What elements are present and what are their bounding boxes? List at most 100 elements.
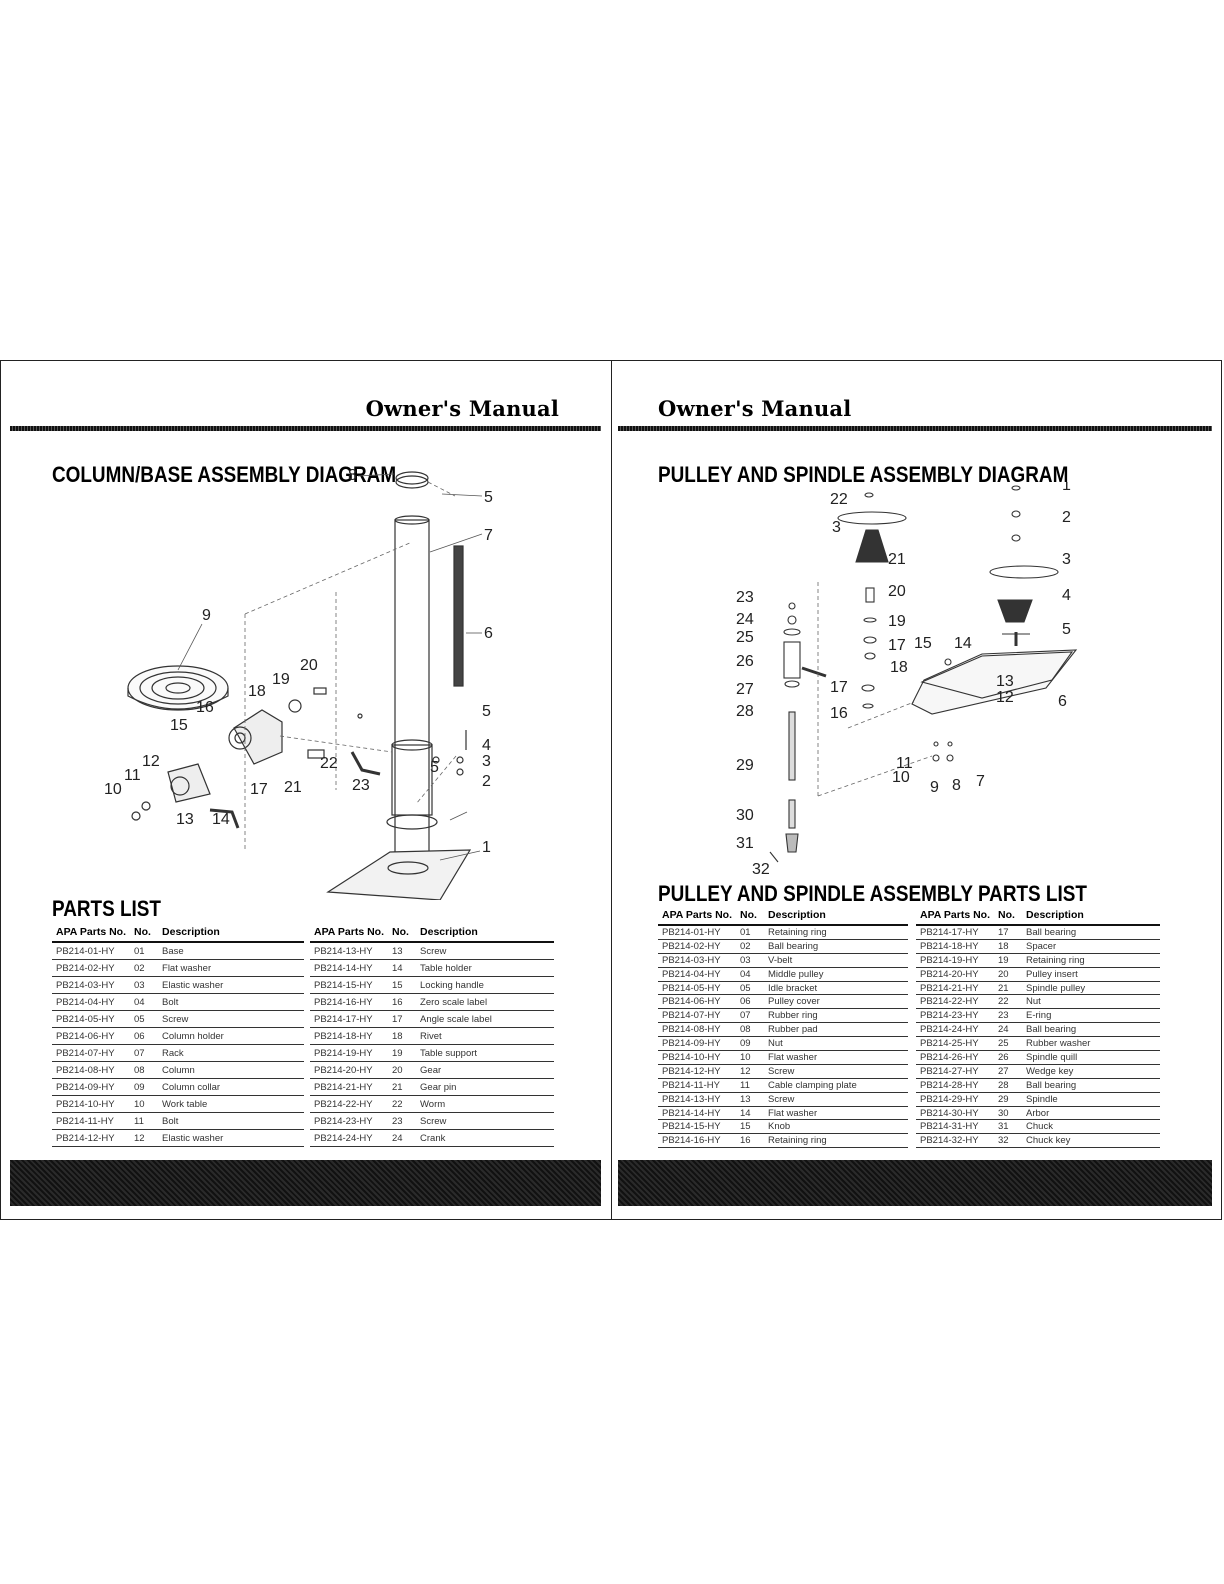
description-cell: Screw [416,942,554,960]
item-number-cell: 04 [130,993,159,1011]
item-number-cell: 05 [130,1010,159,1028]
callout-24: 24 [736,611,754,628]
part-number-cell: PB214-16-HY [658,1133,737,1149]
item-number-cell: 07 [130,1044,159,1062]
item-number-cell: 14 [388,959,417,977]
col-header-parts-no: APA Parts No. [658,907,737,926]
part-number-cell: PB214-19-HY [310,1044,389,1062]
item-number-cell: 29 [994,1092,1023,1107]
part-number-cell: PB214-10-HY [658,1050,737,1065]
part-number-cell: PB214-14-HY [658,1106,737,1121]
item-number-cell: 24 [994,1022,1023,1038]
callout-4: 4 [1062,587,1071,604]
callout-18: 18 [890,659,908,676]
col-header-parts-no: APA Parts No. [310,924,389,943]
diagram-title: PULLEY AND SPINDLE ASSEMBLY DIAGRAM [658,462,1069,487]
description-cell: Rubber washer [1022,1036,1160,1052]
description-cell: Pulley insert [1022,967,1160,982]
col-header-description: Description [416,924,554,943]
callout-2: 2 [1062,509,1071,526]
part-number-cell: PB214-17-HY [310,1010,389,1028]
description-cell: Screw [158,1010,304,1028]
callout-14: 13 [176,811,194,828]
part-number-cell: PB214-25-HY [916,1036,995,1052]
footer-bar [10,1160,601,1206]
callout-21: 20 [300,657,318,674]
item-number-cell: 11 [736,1078,765,1093]
part-number-cell: PB214-11-HY [658,1078,737,1093]
description-cell: Column [158,1061,304,1079]
description-cell: Worm [416,1095,554,1113]
part-number-cell: PB214-03-HY [658,953,737,968]
item-number-cell: 22 [994,994,1023,1010]
description-cell: Bolt [158,993,304,1011]
description-cell: Spindle quill [1022,1050,1160,1065]
item-number-cell: 20 [388,1061,417,1079]
description-cell: Middle pulley [764,967,908,982]
callout-9: 9 [930,779,939,796]
part-number-cell: PB214-04-HY [52,993,131,1011]
description-cell: Flat washer [764,1050,908,1065]
item-number-cell: 06 [736,994,765,1010]
part-number-cell: PB214-13-HY [310,942,389,960]
part-number-cell: PB214-21-HY [916,981,995,996]
item-number-cell: 20 [994,967,1023,982]
callout-17-bottom: 17 [830,679,848,696]
item-number-cell: 19 [994,953,1023,968]
part-number-cell: PB214-15-HY [658,1119,737,1135]
item-number-cell: 21 [994,981,1023,996]
description-cell: Flat washer [158,959,304,977]
description-cell: Nut [764,1036,908,1052]
item-number-cell: 18 [388,1027,417,1045]
part-number-cell: PB214-11-HY [52,1112,131,1130]
part-number-cell: PB214-01-HY [52,942,131,960]
callout-17: 16 [196,699,214,716]
description-cell: Chuck [1022,1119,1160,1135]
callout-12: 11 [124,767,141,784]
callout-25: 25 [736,629,754,646]
part-number-cell: PB214-21-HY [310,1078,389,1096]
callout-2: 2 [482,773,491,790]
item-number-cell: 21 [388,1078,417,1096]
description-cell: V-belt [764,953,908,968]
item-number-cell: 17 [388,1010,417,1028]
callout-12: 12 [996,689,1014,706]
callout-20: 19 [272,671,290,688]
callout-11: 11 [896,755,913,772]
description-cell: Zero scale label [416,993,554,1011]
item-number-cell: 12 [130,1129,159,1147]
part-number-cell: PB214-28-HY [916,1078,995,1093]
header-rule [618,426,1212,431]
part-number-cell: PB214-05-HY [52,1010,131,1028]
item-number-cell: 03 [736,953,765,968]
callout-5-top: 5 [484,489,493,506]
item-number-cell: 15 [736,1119,765,1135]
item-number-cell: 26 [994,1050,1023,1065]
callout-30: 30 [736,807,754,824]
